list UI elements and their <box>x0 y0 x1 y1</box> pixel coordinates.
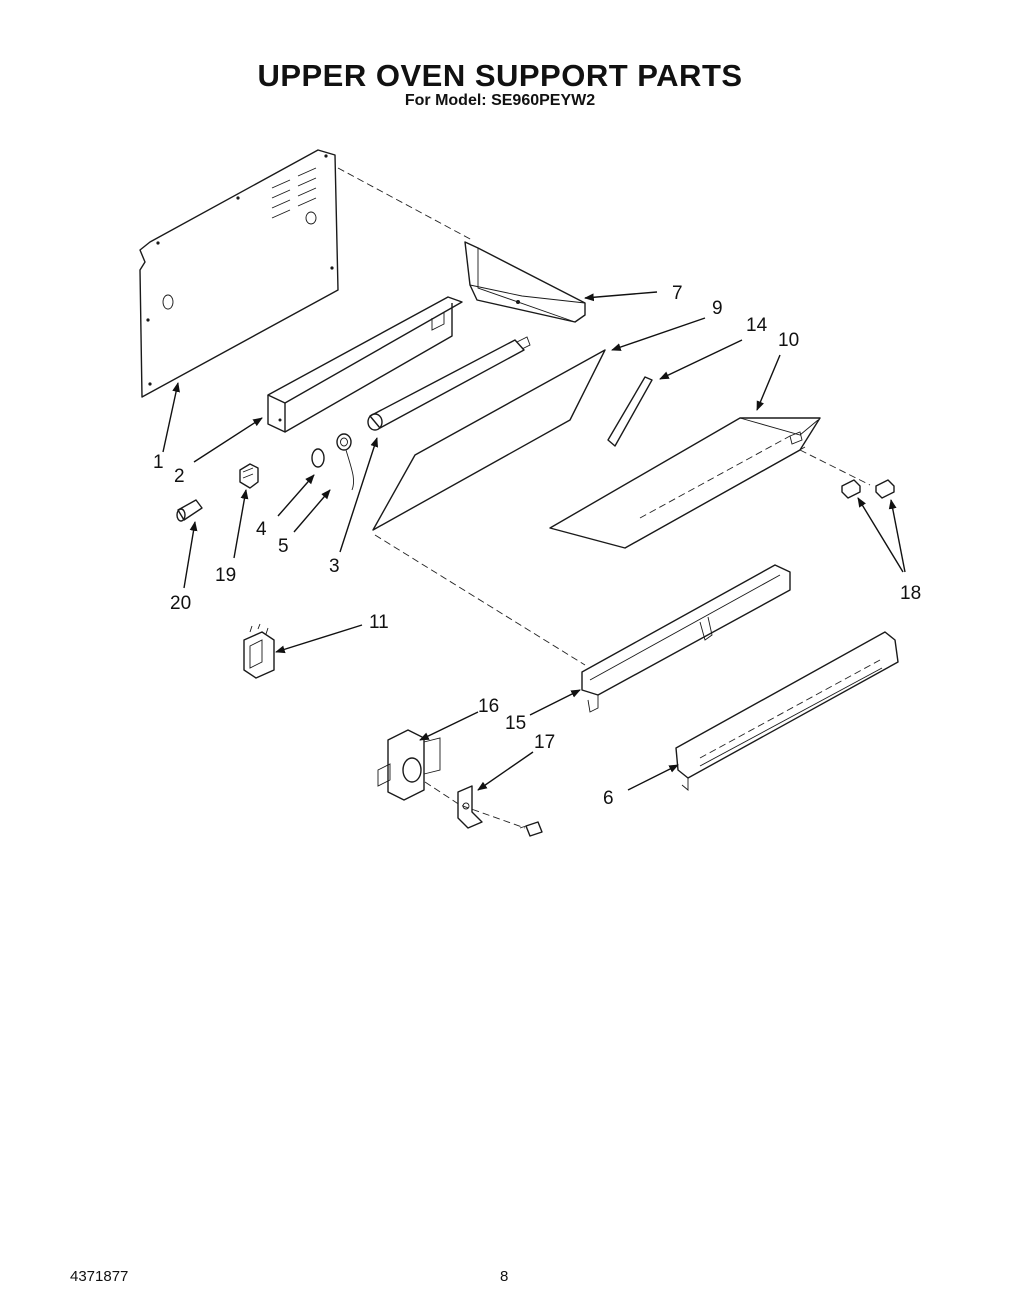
part-4-lens <box>311 448 325 468</box>
document-number: 4371877 <box>70 1268 129 1285</box>
callout-2: 2 <box>174 466 185 487</box>
part-18-connectors <box>841 479 895 499</box>
callout-20: 20 <box>170 593 191 614</box>
page-number: 8 <box>500 1268 509 1285</box>
part-17-bracket <box>457 785 543 837</box>
callout-16: 16 <box>478 696 499 717</box>
callout-18: 18 <box>900 583 921 604</box>
part-20-plug <box>176 499 203 522</box>
part-2-channel <box>267 296 463 433</box>
callout-9: 9 <box>712 298 723 319</box>
callout-1: 1 <box>153 452 164 473</box>
leader-arrows <box>162 291 906 791</box>
callout-14: 14 <box>746 315 768 336</box>
part-1-back-panel <box>139 149 339 398</box>
model-subtitle: For Model: SE960PEYW2 <box>404 92 596 109</box>
callout-19: 19 <box>215 565 236 586</box>
callout-15: 15 <box>505 713 526 734</box>
callout-labels: 1 2 3 4 5 6 7 9 10 11 14 15 16 17 18 19 … <box>153 283 921 809</box>
page-title: UPPER OVEN SUPPORT PARTS <box>257 58 743 93</box>
part-7-bracket <box>464 241 586 323</box>
part-9-sheet <box>372 349 606 531</box>
callout-5: 5 <box>278 536 289 557</box>
part-15-rail <box>581 564 791 713</box>
part-11-switch <box>243 623 275 679</box>
part-10-tray <box>549 417 821 549</box>
callout-10: 10 <box>778 330 799 351</box>
part-3-tube <box>367 336 531 431</box>
alignment-lines <box>337 167 871 829</box>
part-19-clip <box>239 463 259 489</box>
part-16-valve <box>377 729 441 801</box>
callout-17: 17 <box>534 732 555 753</box>
part-5-socket <box>336 433 355 491</box>
callout-6: 6 <box>603 788 614 809</box>
callout-3: 3 <box>329 556 340 577</box>
part-6-vent-panel <box>675 631 899 791</box>
callout-4: 4 <box>256 519 267 540</box>
callout-11: 11 <box>369 612 389 633</box>
callout-7: 7 <box>672 283 683 304</box>
part-14-strip <box>607 376 653 447</box>
